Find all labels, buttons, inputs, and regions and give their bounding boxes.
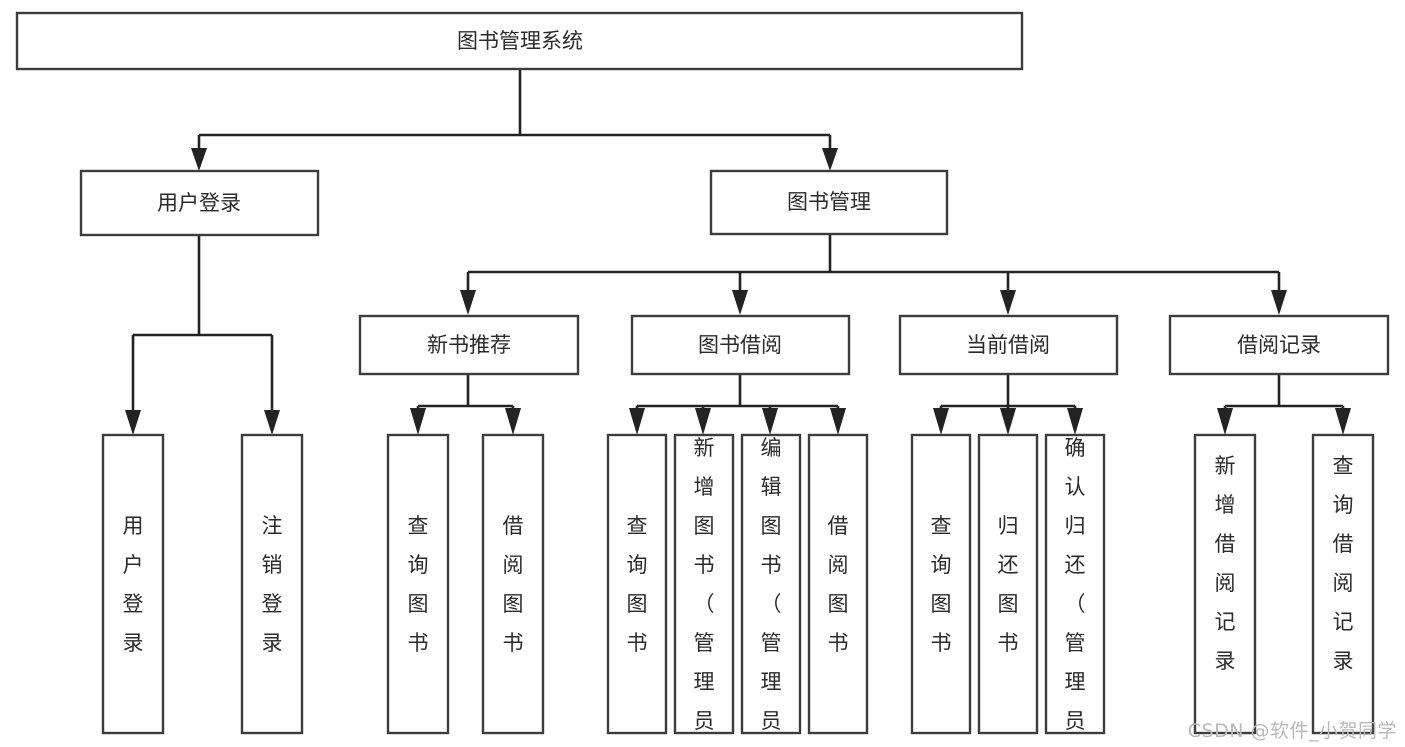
node-leaf-logout-label: 注销登录: [262, 514, 283, 655]
node-leaf-bb-query-book-label: 查询图书: [627, 514, 648, 655]
arrowhead-leaf-bb-1: [629, 408, 645, 435]
node-leaf-cb-query-book[interactable]: 查询图书: [910, 433, 972, 735]
watermark: CSDN @软件_小贺同学: [1187, 720, 1397, 742]
connector-group-user-login: [125, 235, 280, 435]
node-leaf-cb-return-book-label: 归还图书: [998, 514, 1019, 655]
node-leaf-bb-edit-book[interactable]: 编辑图书（管理员）: [740, 433, 802, 747]
node-leaf-user-login-label: 用户登录: [123, 514, 144, 655]
node-leaf-logout-box[interactable]: [240, 433, 304, 735]
arrowhead-leaf-bb-4: [830, 408, 846, 435]
node-leaf-br-add-record[interactable]: 新增借阅记录: [1193, 433, 1257, 735]
node-leaf-cb-query-book-label: 查询图书: [931, 514, 952, 655]
node-leaf-user-login-box[interactable]: [101, 433, 165, 735]
node-borrow-record-box[interactable]: [1168, 314, 1390, 376]
node-user-login-label: 用户登录: [157, 191, 241, 215]
node-leaf-nbr-query-book-label: 查询图书: [408, 514, 429, 655]
arrowhead-leaf-nbr-2: [505, 408, 521, 435]
node-book-borrow-label: 图书借阅: [698, 333, 782, 357]
node-current-borrow-box[interactable]: [898, 314, 1119, 376]
node-leaf-br-query-record-box[interactable]: [1311, 433, 1375, 735]
node-current-borrow[interactable]: 当前借阅: [898, 314, 1119, 376]
node-leaf-bb-borrow-book-label: 借阅图书: [828, 514, 849, 655]
arrowhead-new-book-recommend: [460, 290, 476, 315]
arrowhead-leaf-br-1: [1217, 408, 1233, 435]
node-leaf-nbr-borrow-book-box[interactable]: [481, 433, 545, 735]
node-leaf-bb-borrow-book[interactable]: 借阅图书: [807, 433, 869, 735]
arrowhead-leaf-bb-3: [762, 408, 778, 435]
node-leaf-cb-confirm-return[interactable]: 确认归还（管理员）: [1044, 433, 1106, 747]
node-leaf-cb-confirm-return-box[interactable]: [1044, 433, 1106, 735]
node-leaf-cb-return-book[interactable]: 归还图书: [977, 433, 1039, 735]
node-leaf-bb-edit-book-box[interactable]: [740, 433, 802, 735]
arrowhead-borrow-record: [1271, 290, 1287, 315]
node-leaf-bb-edit-book-label: 编辑图书（管理员）: [761, 436, 782, 747]
connector-group-borrow-record: [1217, 374, 1351, 435]
arrowhead-book-borrow: [732, 290, 748, 315]
node-leaf-nbr-borrow-book[interactable]: 借阅图书: [481, 433, 545, 735]
connector-group-book-borrow: [629, 374, 846, 435]
leaf-group-borrow-record: 新增借阅记录 查询借阅记录: [1193, 433, 1375, 735]
node-leaf-bb-add-book-label: 新增图书（管理员）: [694, 436, 715, 747]
connector-group-current-borrow: [933, 374, 1083, 435]
arrowhead-leaf-cb-2: [1000, 408, 1016, 435]
node-book-manage-label: 图书管理: [787, 190, 871, 214]
node-leaf-cb-query-book-box[interactable]: [910, 433, 972, 735]
node-book-borrow-box[interactable]: [630, 314, 851, 376]
node-borrow-record-label: 借阅记录: [1237, 333, 1321, 357]
node-leaf-br-query-record-label: 查询借阅记录: [1333, 454, 1354, 673]
arrowhead-book-manage: [822, 148, 838, 171]
connector-group-new-book-recommend: [410, 374, 521, 435]
node-new-book-recommend-box[interactable]: [358, 314, 580, 376]
node-new-book-recommend-label: 新书推荐: [427, 333, 511, 357]
node-book-manage[interactable]: 图书管理: [709, 169, 949, 236]
node-leaf-bb-add-book[interactable]: 新增图书（管理员）: [673, 433, 735, 747]
node-user-login[interactable]: 用户登录: [79, 169, 320, 237]
arrowhead-leaf-nbr-1: [410, 408, 426, 435]
arrowhead-leaf-user-login-1: [125, 410, 141, 435]
node-current-borrow-label: 当前借阅: [966, 333, 1050, 357]
arrowhead-leaf-bb-2: [695, 408, 711, 435]
leaf-group-user-login: 用户登录 注销登录: [101, 433, 304, 735]
node-leaf-bb-add-book-box[interactable]: [673, 433, 735, 735]
node-root-label: 图书管理系统: [457, 29, 583, 53]
arrowhead-current-borrow: [1000, 290, 1016, 315]
node-book-borrow[interactable]: 图书借阅: [630, 314, 851, 376]
arrowhead-leaf-cb-3: [1067, 408, 1083, 435]
leaf-group-current-borrow: 查询图书 归还图书 确认归还（管理员）: [910, 433, 1106, 747]
arrowhead-leaf-cb-1: [933, 408, 949, 435]
node-leaf-br-query-record[interactable]: 查询借阅记录: [1311, 433, 1375, 735]
node-book-manage-box[interactable]: [709, 169, 949, 236]
node-leaf-logout[interactable]: 注销登录: [240, 433, 304, 735]
node-leaf-cb-return-book-box[interactable]: [977, 433, 1039, 735]
node-leaf-br-add-record-label: 新增借阅记录: [1215, 454, 1236, 673]
node-leaf-bb-borrow-book-box[interactable]: [807, 433, 869, 735]
node-borrow-record[interactable]: 借阅记录: [1168, 314, 1390, 376]
arrowhead-user-login: [191, 148, 207, 171]
leaf-group-new-book-recommend: 查询图书 借阅图书: [386, 433, 545, 735]
node-leaf-bb-query-book[interactable]: 查询图书: [606, 433, 668, 735]
node-user-login-box[interactable]: [79, 169, 320, 237]
node-leaf-bb-query-book-box[interactable]: [606, 433, 668, 735]
leaf-group-book-borrow: 查询图书 新增图书（管理员） 编辑图书（管理员） 借阅图书: [606, 433, 869, 747]
node-root[interactable]: 图书管理系统: [15, 11, 1024, 71]
arrowhead-leaf-user-login-2: [264, 410, 280, 435]
node-leaf-user-login[interactable]: 用户登录: [101, 433, 165, 735]
node-leaf-nbr-borrow-book-label: 借阅图书: [503, 514, 524, 655]
node-leaf-br-add-record-box[interactable]: [1193, 433, 1257, 735]
connector-group-book-manage: [460, 234, 1287, 315]
node-leaf-nbr-query-book[interactable]: 查询图书: [386, 433, 450, 735]
node-leaf-nbr-query-book-box[interactable]: [386, 433, 450, 735]
node-root-box[interactable]: [15, 11, 1024, 71]
node-new-book-recommend[interactable]: 新书推荐: [358, 314, 580, 376]
connector-group-root: [191, 69, 838, 171]
node-leaf-cb-confirm-return-label: 确认归还（管理员）: [1065, 436, 1086, 747]
arrowhead-leaf-br-2: [1335, 408, 1351, 435]
